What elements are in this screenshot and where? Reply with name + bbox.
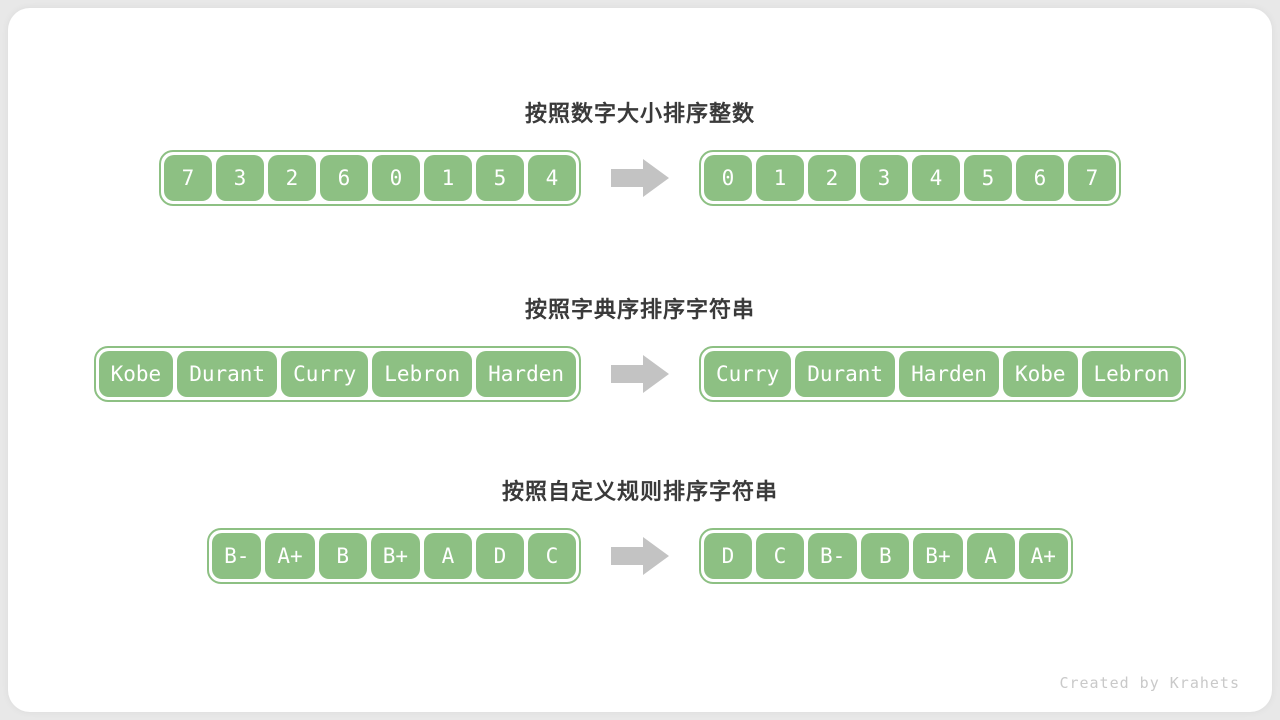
array-cell: 4 <box>912 155 960 201</box>
array-cell: B+ <box>913 533 963 579</box>
array-cell: 7 <box>164 155 212 201</box>
array-cell: B <box>318 533 367 579</box>
array-cell: Harden <box>899 351 999 397</box>
section-title-sort-integers: 按照数字大小排序整数 <box>524 101 755 126</box>
watermark-text: Created by Krahets <box>1059 674 1240 692</box>
array-cell: C <box>756 533 804 579</box>
array-cell: 5 <box>964 155 1012 201</box>
section-title-sort-lexicographic: 按照字典序排序字符串 <box>524 297 755 322</box>
array-cell: B <box>861 533 910 579</box>
array-cell: D <box>476 533 524 579</box>
array-cell: Harden <box>476 351 576 397</box>
section-title-sort-custom-rule: 按照自定义规则排序字符串 <box>501 479 778 504</box>
array-cell: Durant <box>177 351 278 397</box>
array-cell: Curry <box>281 351 369 397</box>
array-cell: Lebron <box>372 351 473 397</box>
array-cell: A <box>424 533 472 579</box>
arrow-right-icon <box>611 159 669 197</box>
array-cell: A+ <box>265 533 315 579</box>
array-cell: 6 <box>320 155 368 201</box>
arrow-right-icon <box>611 355 669 393</box>
array-cell: A+ <box>1018 533 1068 579</box>
array-cell: C <box>528 533 576 579</box>
array-cell: A <box>966 533 1015 579</box>
array-cell: Durant <box>795 351 896 397</box>
array-cell: 3 <box>216 155 264 201</box>
array-cell: Kobe <box>1002 351 1078 397</box>
array-cell: B+ <box>370 533 420 579</box>
array-cell: 0 <box>704 155 752 201</box>
array-cell: 5 <box>476 155 524 201</box>
arrow-right-icon <box>611 537 669 575</box>
array-cell: 6 <box>1016 155 1064 201</box>
array-cell: 7 <box>1068 155 1116 201</box>
array-cell: 3 <box>860 155 908 201</box>
array-cell: 1 <box>424 155 472 201</box>
array-cell: B- <box>808 533 858 579</box>
array-cell: 1 <box>756 155 804 201</box>
array-cell: B- <box>212 533 262 579</box>
array-cell: Kobe <box>98 351 174 397</box>
array-cell: 2 <box>808 155 856 201</box>
array-cell: 2 <box>268 155 316 201</box>
array-cell: 0 <box>372 155 420 201</box>
array-cell: Curry <box>704 351 792 397</box>
array-cell: D <box>704 533 752 579</box>
array-cell: Lebron <box>1081 351 1182 397</box>
array-cell: 4 <box>528 155 576 201</box>
